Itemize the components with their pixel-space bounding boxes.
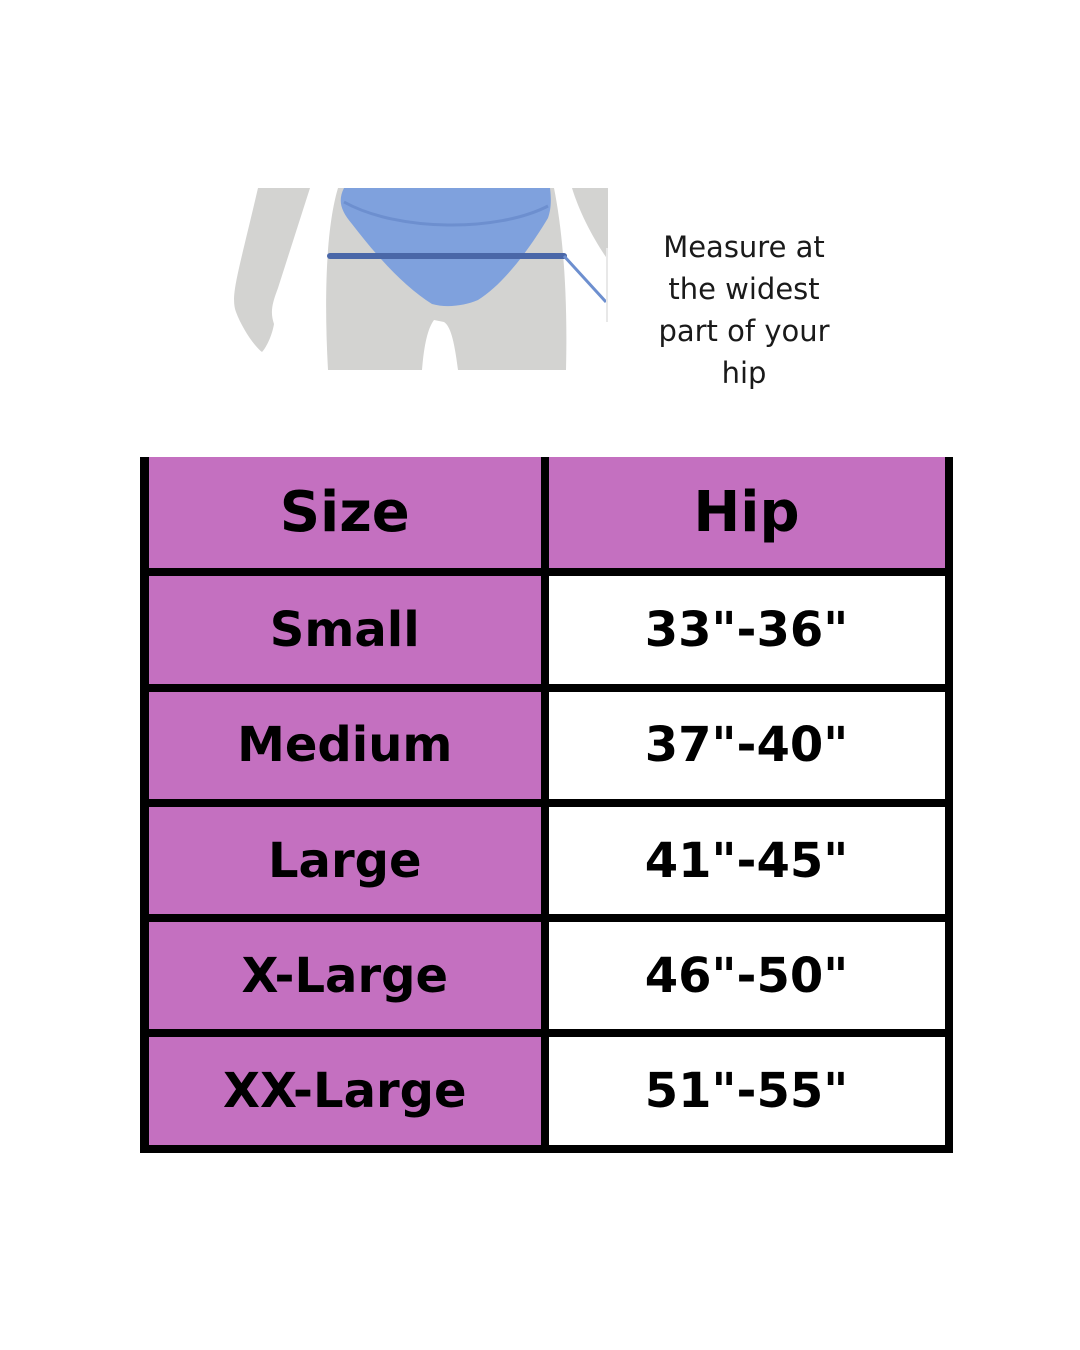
waistband-shape	[343, 200, 549, 227]
table-row: Small 33"-36"	[140, 568, 953, 692]
table-row: XX-Large 51"-55"	[140, 1029, 953, 1153]
hip-cell: 51"-55"	[540, 1029, 953, 1153]
hip-measurement-figure-icon	[234, 188, 608, 370]
table-row: X-Large 46"-50"	[140, 914, 953, 1038]
size-cell: Small	[140, 568, 549, 692]
size-cell: Large	[140, 798, 549, 923]
measure-instruction: Measure at the widest part of your hip	[658, 230, 830, 390]
table-row: Large 41"-45"	[140, 798, 953, 923]
size-chart-table: Size Hip Small 33"-36" Medium 37"-40" La…	[140, 457, 953, 1153]
table-row: Medium 37"-40"	[140, 683, 953, 807]
left-arm-shape	[234, 188, 310, 352]
hip-cell: 33"-36"	[540, 568, 953, 692]
size-cell: Medium	[140, 683, 549, 807]
garment-shape	[340, 188, 551, 307]
hip-cell: 37"-40"	[540, 683, 953, 807]
hip-cell: 46"-50"	[540, 914, 953, 1038]
size-cell: X-Large	[140, 914, 549, 1038]
header-size: Size	[140, 457, 549, 577]
size-cell: XX-Large	[140, 1029, 549, 1153]
hip-cell: 41"-45"	[540, 798, 953, 923]
header-hip: Hip	[540, 457, 953, 577]
right-arm-shape	[572, 188, 608, 260]
table-header-row: Size Hip	[140, 457, 953, 577]
measure-line-tail	[562, 254, 608, 304]
